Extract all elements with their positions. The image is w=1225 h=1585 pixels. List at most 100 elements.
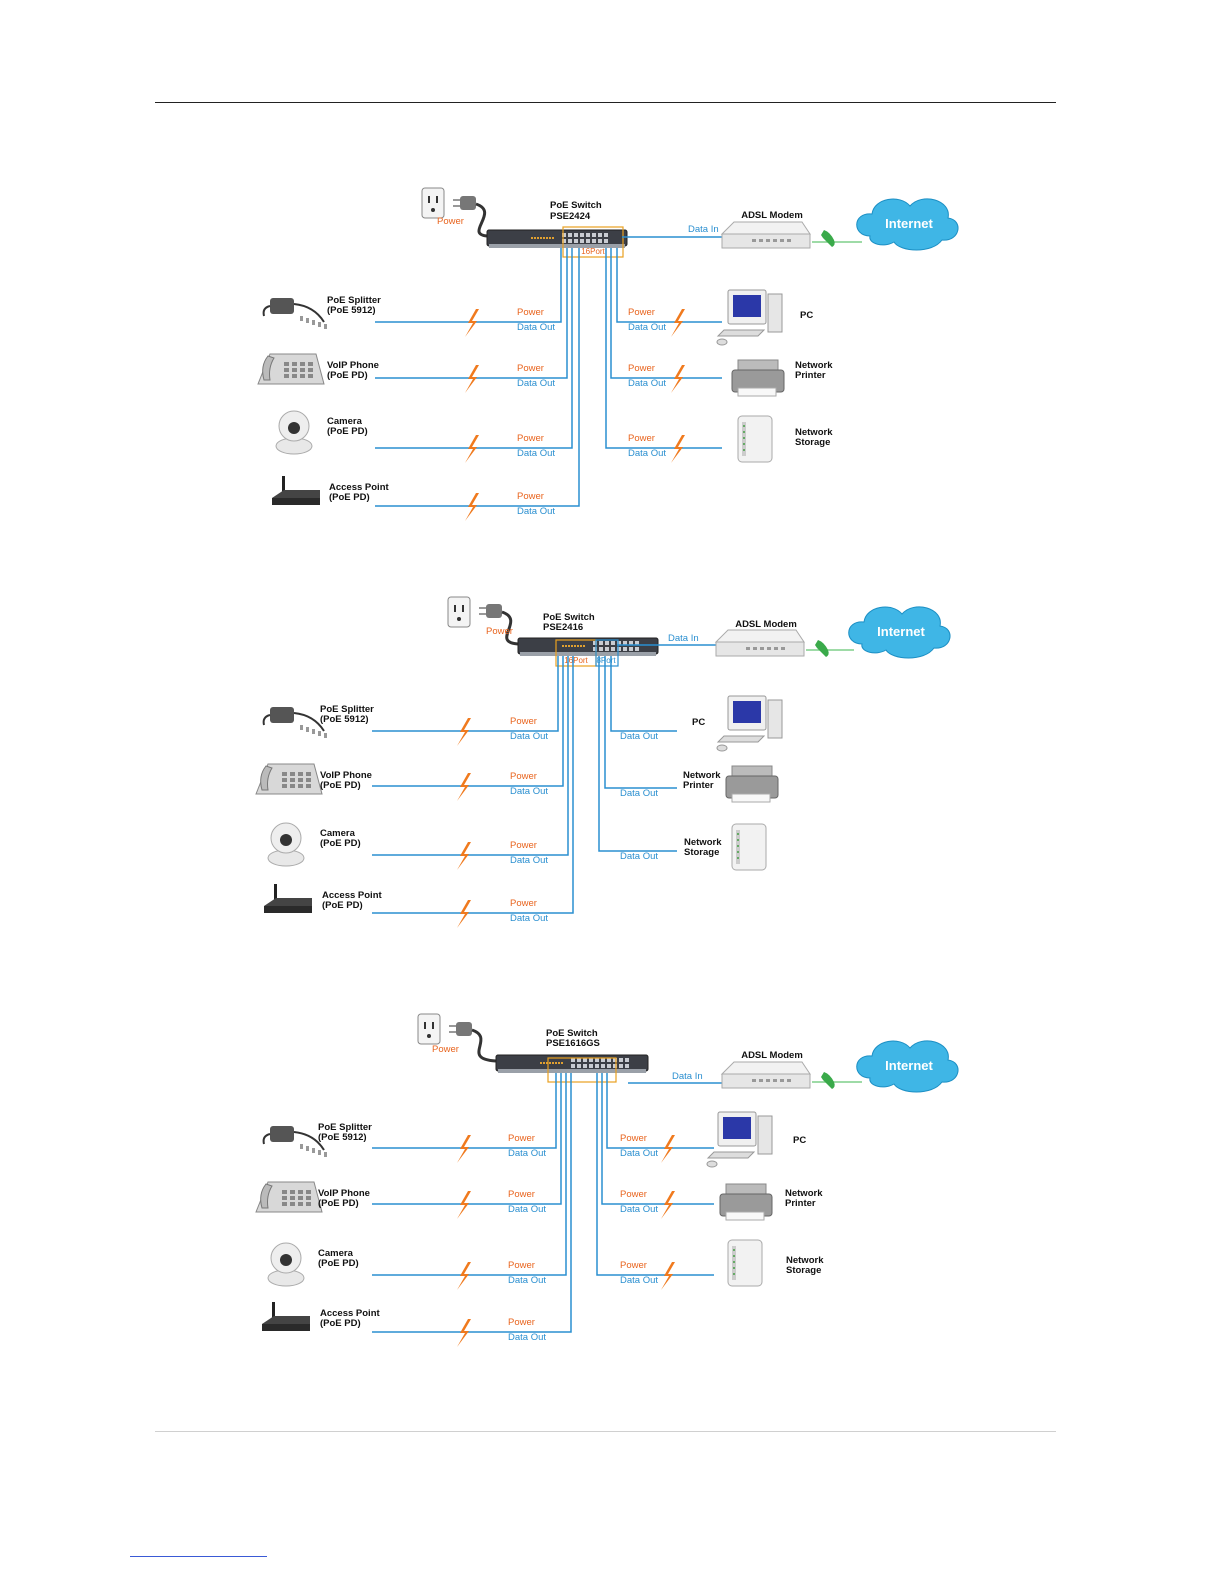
data-in-label: Data In <box>672 1071 703 1082</box>
poe-switch-icon <box>495 1054 649 1073</box>
device-name: PC <box>793 1135 806 1146</box>
access-point-icon <box>272 476 320 505</box>
power-label: Power <box>628 363 655 374</box>
printer-icon <box>731 359 785 397</box>
data-out-label: Data Out <box>517 506 555 517</box>
data-link-line <box>601 1073 714 1205</box>
poe-link-line <box>372 1073 562 1205</box>
data-out-label: Data Out <box>510 731 548 742</box>
pc-icon <box>706 1111 773 1168</box>
data-link-line <box>610 656 677 732</box>
lightning-bolt-icon <box>457 842 471 870</box>
device-name: VoIP Phone <box>318 1188 370 1199</box>
power-label: Power <box>508 1317 535 1328</box>
lightning-bolt-icon <box>465 365 479 393</box>
internet-cloud-icon <box>848 606 951 659</box>
power-cord <box>475 202 488 238</box>
data-in-label: Data In <box>668 633 699 644</box>
power-cord <box>471 1028 497 1063</box>
poe-switch-icon <box>517 637 659 656</box>
footer-link-underline <box>130 1556 267 1557</box>
power-cord <box>501 610 519 646</box>
lightning-bolt-icon <box>457 718 471 746</box>
poe-link-line <box>372 1073 572 1333</box>
internet-cloud-icon <box>856 1040 959 1093</box>
data-link-line <box>605 248 722 449</box>
poe-link-line <box>375 248 580 507</box>
printer-icon <box>725 765 779 803</box>
pc-icon <box>716 695 783 752</box>
power-label: Power <box>517 433 544 444</box>
power-outlet-icon <box>417 1013 441 1045</box>
device-sub: Printer <box>683 780 714 791</box>
device-name: Access Point <box>329 482 389 493</box>
access-point-icon <box>262 1302 310 1331</box>
switch-model: PSE2424 <box>550 211 591 222</box>
camera-icon <box>275 410 313 455</box>
power-label: Power <box>510 771 537 782</box>
device-sub: (PoE PD) <box>327 426 368 437</box>
poe-splitter-icon <box>262 1126 327 1157</box>
modem-label: ADSL Modem <box>741 210 803 221</box>
switch-model: PSE1616GS <box>546 1038 600 1049</box>
poe-link-line <box>372 656 564 787</box>
data-out-label: Data Out <box>620 788 658 799</box>
device-sub: (PoE PD) <box>320 1318 361 1329</box>
device-name: PoE Splitter <box>318 1122 372 1133</box>
power-label: Power <box>517 491 544 502</box>
camera-icon <box>267 822 305 867</box>
poe-splitter-icon <box>262 298 327 329</box>
power-label: Power <box>620 1133 647 1144</box>
data-out-label: Data Out <box>517 448 555 459</box>
adsl-modem-icon <box>714 629 805 657</box>
modem-label: ADSL Modem <box>735 619 797 630</box>
lightning-bolt-icon <box>465 309 479 337</box>
device-name: PC <box>692 717 705 728</box>
data-in-label: Data In <box>688 224 719 235</box>
device-sub: Printer <box>785 1198 816 1209</box>
data-out-label: Data Out <box>508 1275 546 1286</box>
lightning-bolt-icon <box>457 1262 471 1290</box>
power-label: Power <box>432 1044 459 1055</box>
switch-title: PoE Switch <box>543 612 595 623</box>
phone-line-icon <box>815 640 829 657</box>
data-out-label: Data Out <box>517 378 555 389</box>
device-sub: (PoE PD) <box>322 900 363 911</box>
power-label: Power <box>620 1189 647 1200</box>
device-name: Camera <box>320 828 356 839</box>
poe-port-group <box>547 1057 617 1083</box>
adsl-modem-icon <box>720 221 811 249</box>
device-sub: (PoE PD) <box>327 370 368 381</box>
data-out-label: Data Out <box>508 1204 546 1215</box>
lightning-bolt-icon <box>457 1135 471 1163</box>
poe-link-line <box>375 248 573 449</box>
device-name: PoE Splitter <box>320 704 374 715</box>
phone-line-icon <box>821 230 835 247</box>
poe-link-line <box>372 656 574 914</box>
data-out-label: Data Out <box>517 322 555 333</box>
internet-label: Internet <box>885 216 933 231</box>
lightning-bolt-icon <box>457 1319 471 1347</box>
data-link-line <box>596 1073 714 1276</box>
storage-icon <box>737 415 773 463</box>
lightning-bolt-icon <box>671 365 685 393</box>
power-label: Power <box>510 840 537 851</box>
power-plug-icon <box>453 196 476 210</box>
poe-port-group <box>562 226 624 258</box>
data-out-label: Data Out <box>620 851 658 862</box>
power-label: Power <box>628 433 655 444</box>
switch-model: PSE2416 <box>543 622 583 633</box>
